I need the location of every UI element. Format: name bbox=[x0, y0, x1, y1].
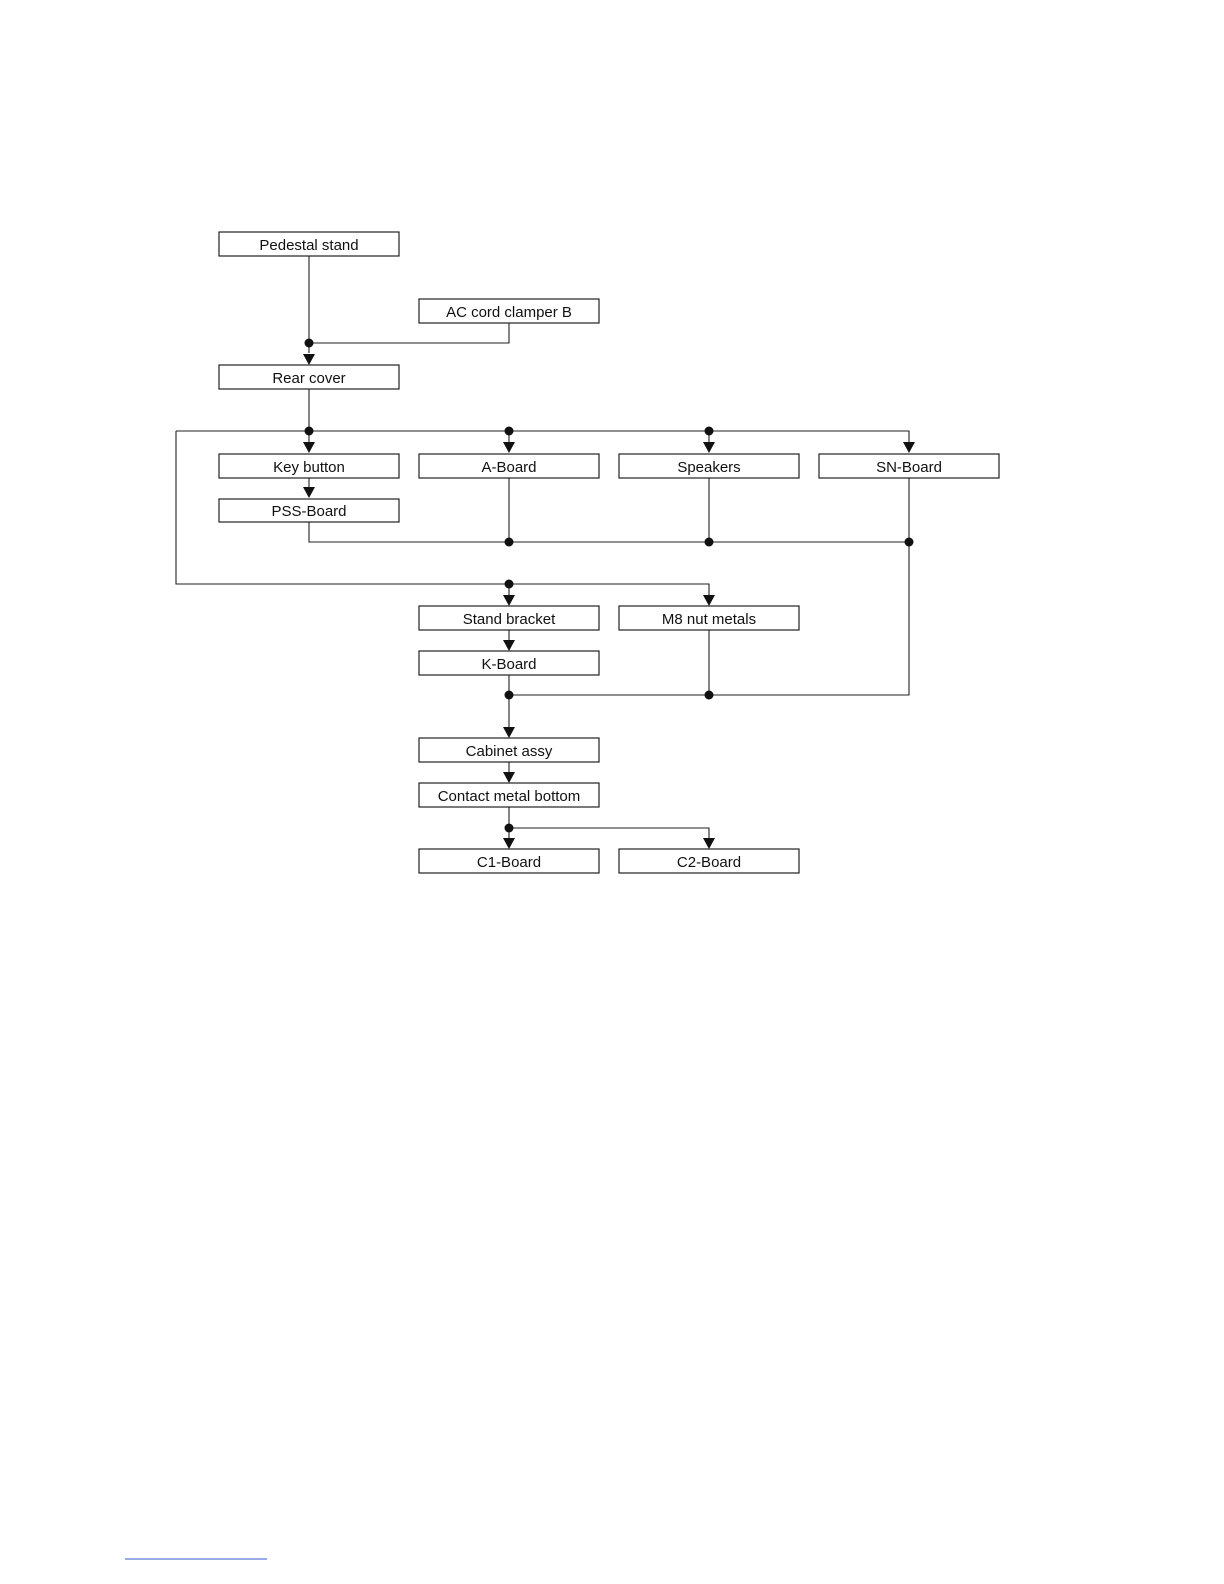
arrowhead bbox=[503, 640, 515, 651]
box-label: Pedestal stand bbox=[259, 237, 358, 254]
box-label: C1-Board bbox=[477, 854, 541, 871]
box-label: Speakers bbox=[677, 459, 740, 476]
box-pss-board: PSS-Board bbox=[219, 499, 399, 522]
box-label: PSS-Board bbox=[271, 503, 346, 520]
junction-dot bbox=[505, 580, 514, 589]
box-key-button: Key button bbox=[219, 454, 399, 478]
box-cabinet-assy: Cabinet assy bbox=[419, 738, 599, 762]
box-label: M8 nut metals bbox=[662, 611, 756, 628]
arrowhead bbox=[503, 772, 515, 783]
arrowhead bbox=[503, 595, 515, 606]
arrowhead bbox=[703, 442, 715, 453]
box-ac-cord-clamper-b: AC cord clamper B bbox=[419, 299, 599, 323]
box-speakers: Speakers bbox=[619, 454, 799, 478]
arrowheads bbox=[303, 354, 915, 849]
arrowhead bbox=[503, 442, 515, 453]
arrowhead bbox=[303, 487, 315, 498]
junction-dots bbox=[305, 339, 914, 833]
box-label: K-Board bbox=[481, 656, 536, 673]
box-c2-board: C2-Board bbox=[619, 849, 799, 873]
junction-dot bbox=[905, 538, 914, 547]
box-label: A-Board bbox=[481, 459, 536, 476]
box-stand-bracket: Stand bracket bbox=[419, 606, 599, 630]
box-pedestal-stand: Pedestal stand bbox=[219, 232, 399, 256]
box-sn-board: SN-Board bbox=[819, 454, 999, 478]
box-label: Rear cover bbox=[272, 370, 345, 387]
box-c1-board: C1-Board bbox=[419, 849, 599, 873]
box-label: SN-Board bbox=[876, 459, 942, 476]
junction-dot bbox=[505, 538, 514, 547]
box-label: Stand bracket bbox=[463, 611, 556, 628]
arrowhead bbox=[303, 442, 315, 453]
box-m8-nut-metals: M8 nut metals bbox=[619, 606, 799, 630]
box-label: Cabinet assy bbox=[466, 743, 553, 760]
arrowhead bbox=[703, 838, 715, 849]
junction-dot bbox=[705, 427, 714, 436]
box-label: AC cord clamper B bbox=[446, 304, 572, 321]
junction-dot bbox=[705, 691, 714, 700]
box-rear-cover: Rear cover bbox=[219, 365, 399, 389]
box-k-board: K-Board bbox=[419, 651, 599, 675]
box-label: Key button bbox=[273, 459, 345, 476]
junction-dot bbox=[705, 538, 714, 547]
junction-dot bbox=[505, 427, 514, 436]
box-contact-metal-bottom: Contact metal bottom bbox=[419, 783, 599, 807]
junction-dot bbox=[305, 427, 314, 436]
box-label: Contact metal bottom bbox=[438, 788, 581, 805]
box-label: C2-Board bbox=[677, 854, 741, 871]
arrowhead bbox=[703, 595, 715, 606]
junction-dot bbox=[305, 339, 314, 348]
box-a-board: A-Board bbox=[419, 454, 599, 478]
arrowhead bbox=[503, 727, 515, 738]
junction-dot bbox=[505, 824, 514, 833]
arrowhead bbox=[303, 354, 315, 365]
junction-dot bbox=[505, 691, 514, 700]
arrowhead bbox=[503, 838, 515, 849]
arrowhead bbox=[903, 442, 915, 453]
